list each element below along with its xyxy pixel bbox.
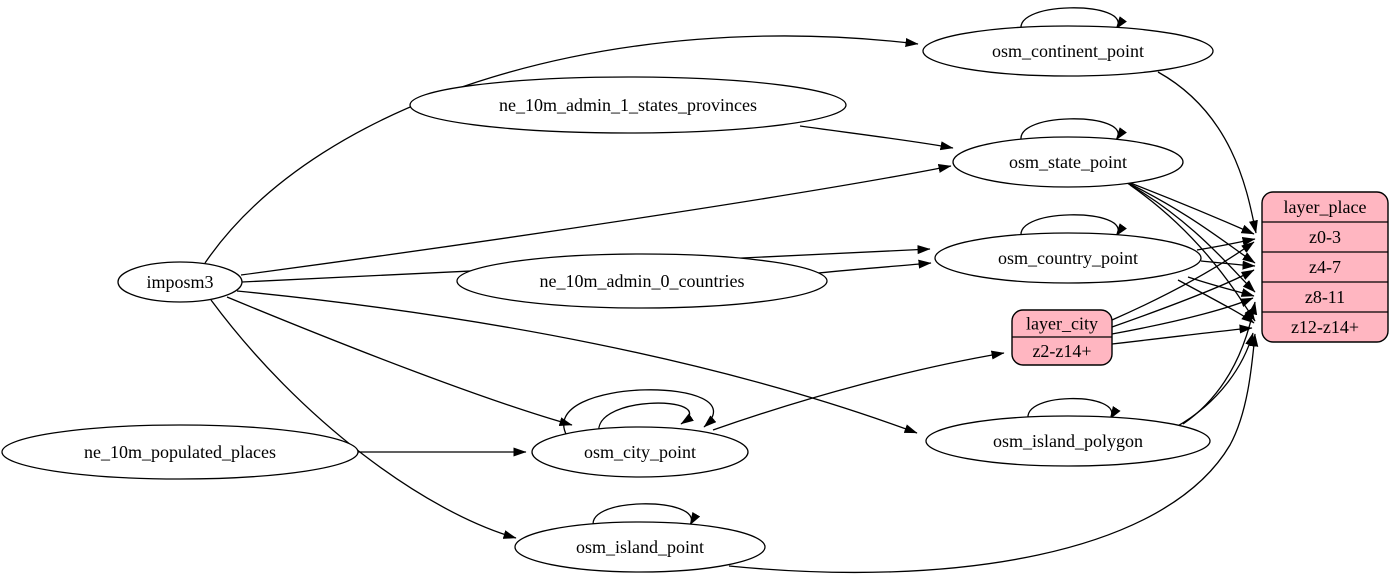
edge-osm-city-point-to-layer-city-z2-z14plus [712,350,1005,431]
node-osm-state-point: osm_state_point [952,136,1184,188]
node-shape-osm-continent-point [922,25,1214,77]
edge-osm-continent-point-to-layer-place-z0-3 [1157,71,1258,234]
edge-ne-10m-admin-0-countries-to-osm-country-point [817,259,932,274]
record-row-layer-place-z12-z14plus: z12-z14+ [1291,317,1359,337]
record-title-layer-place: layer_place [1284,197,1367,217]
edge-layer-city-z2-z14plus-to-layer-place-z0-3 [1111,241,1255,321]
edge-osm-country-point-to-layer-place-z0-3 [1196,237,1256,251]
node-label-ne-10m-admin-1-states-provinces: ne_10m_admin_1_states_provinces [499,95,757,115]
edge-osm-country-point-to-layer-place-z4-7 [1200,260,1256,270]
record-title-layer-city: layer_city [1026,314,1098,334]
node-shape-imposm3 [117,261,243,303]
node-label-osm-island-point: osm_island_point [576,537,704,557]
self-loop-osm-island-polygon [1027,397,1121,425]
node-label-osm-continent-point: osm_continent_point [992,41,1144,61]
node-osm-country-point: osm_country_point [934,232,1202,284]
edge-imposm3-to-osm-island-polygon [236,290,918,434]
self-loop-osm-city-point [598,402,694,440]
node-ne-10m-populated-places: ne_10m_populated_places [1,424,359,480]
record-row-layer-place-z8-11: z8-11 [1305,287,1345,307]
node-label-osm-island-polygon: osm_island_polygon [993,431,1143,451]
edge-ne-10m-admin-1-states-provinces-to-osm-state-point [799,125,954,151]
node-label-osm-country-point: osm_country_point [998,248,1138,268]
record-row-layer-place-z0-3: z0-3 [1309,227,1341,247]
record-layer-place: layer_place z0-3 z4-7 z8-11 z12-z14+ [1261,191,1389,343]
record-layer-city: layer_city z2-z14+ [1011,309,1113,366]
node-ne-10m-admin-0-countries: ne_10m_admin_0_countries [456,253,828,309]
node-osm-city-point: osm_city_point [531,426,749,478]
self-loop-osm-state-point [1020,118,1127,146]
node-osm-island-polygon: osm_island_polygon [925,415,1211,467]
node-shape-ne-10m-admin-0-countries [456,253,828,309]
node-osm-continent-point: osm_continent_point [922,25,1214,77]
edge-osm-country-point-to-layer-place-z8-11 [1187,276,1255,297]
edge-imposm3-to-osm-continent-point [204,35,919,264]
edge-osm-state-point-to-layer-place-z0-3 [1119,178,1255,235]
record-row-layer-place-z4-7: z4-7 [1309,257,1341,277]
node-label-ne-10m-populated-places: ne_10m_populated_places [84,442,276,462]
self-loop-osm-city-point [563,389,717,437]
node-shape-osm-city-point [531,426,749,478]
record-shape-layer-place [1261,191,1389,343]
node-label-osm-city-point: osm_city_point [584,442,696,462]
node-label-osm-state-point: osm_state_point [1009,152,1127,172]
node-ne-10m-admin-1-states-provinces: ne_10m_admin_1_states_provinces [409,76,847,134]
node-shape-osm-island-polygon [925,415,1211,467]
node-osm-island-point: osm_island_point [514,521,766,573]
edge-imposm3-to-osm-island-point [210,299,517,539]
self-loop-osm-country-point [1020,214,1127,242]
node-label-imposm3: imposm3 [146,272,213,292]
edge-osm-state-point-to-layer-place-z4-7 [1123,180,1256,264]
edge-layer-city-z2-z14plus-to-layer-place-z12-z14plus [1111,324,1253,345]
edge-layer-city-z2-z14plus-to-layer-place-z4-7 [1111,269,1255,328]
node-shape-osm-country-point [934,232,1202,284]
node-shape-osm-state-point [952,136,1184,188]
edge-imposm3-to-osm-city-point [226,296,573,426]
edge-imposm3-to-osm-state-point [240,164,952,276]
edge-osm-state-point-to-layer-place-z8-11 [1126,182,1256,293]
self-loop-osm-continent-point [1020,7,1127,35]
node-shape-osm-island-point [514,521,766,573]
edge-osm-country-point-to-layer-place-z12-z14plus [1177,279,1255,324]
record-row-layer-city-z2-z14plus: z2-z14+ [1032,341,1091,361]
node-shape-ne-10m-populated-places [1,424,359,480]
edge-layer-city-z2-z14plus-to-layer-place-z8-11 [1111,297,1254,335]
node-shape-ne-10m-admin-1-states-provinces [409,76,847,134]
edge-osm-island-point-to-layer-place-z12-z14plus [728,333,1259,574]
node-label-ne-10m-admin-0-countries: ne_10m_admin_0_countries [540,271,745,291]
self-loop-osm-island-point [592,503,701,531]
node-imposm3: imposm3 [117,261,243,303]
